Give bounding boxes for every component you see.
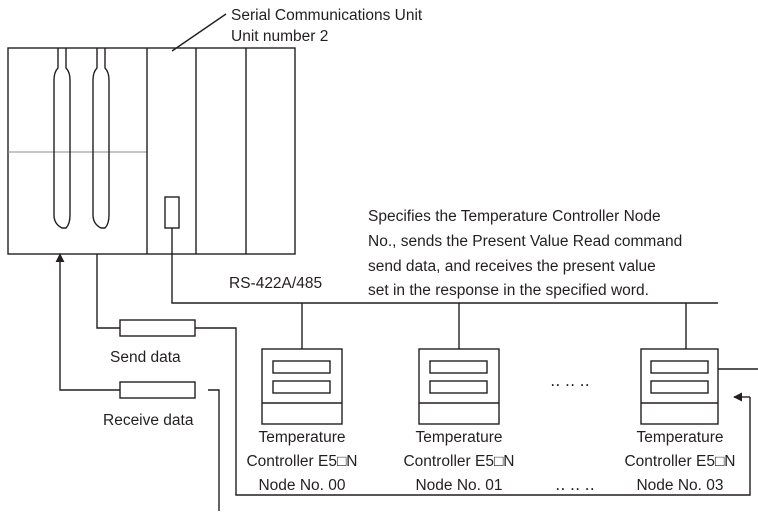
temperature-controller-01: Temperature Controller E5□N Node No. 01 [403, 348, 515, 494]
callout-leader [171, 13, 227, 52]
controller-00-node: Node No. 00 [258, 477, 345, 494]
controller-03-line2: Controller E5□N [624, 453, 735, 470]
temperature-controller-03: Temperature Controller E5□N Node No. 03 [624, 348, 736, 494]
plc-rack [7, 47, 296, 255]
send-data-label: Send data [110, 349, 181, 366]
controller-03-line1: Temperature [636, 429, 723, 446]
controller-00-line2: Controller E5□N [246, 453, 357, 470]
description-text: Specifies the Temperature Controller Nod… [368, 208, 682, 299]
description-line-3: send data, and receives the present valu… [368, 258, 656, 275]
controller-01-line1: Temperature [415, 429, 502, 446]
receive-data-label: Receive data [103, 412, 194, 429]
description-line-4: set in the response in the specified wor… [368, 282, 649, 299]
controller-01-node: Node No. 01 [415, 477, 502, 494]
receive-path [55, 253, 758, 511]
controller-01-line2: Controller E5□N [403, 453, 514, 470]
controller-03-node: Node No. 03 [636, 477, 723, 494]
send-data-block [119, 319, 196, 337]
callout-unit-name: Serial Communications Unit [231, 7, 423, 24]
bus-label: RS-422A/485 [229, 275, 322, 292]
receive-data-block [119, 381, 196, 399]
bus-line [171, 228, 718, 304]
controller-00-line1: Temperature [258, 429, 345, 446]
ellipsis-bottom: ‥ ‥ ‥ [555, 477, 595, 494]
serial-port [164, 196, 180, 229]
temperature-controller-00: Temperature Controller E5□N Node No. 00 [246, 348, 358, 494]
ellipsis-top: ‥ ‥ ‥ [550, 373, 590, 390]
send-path [96, 254, 751, 496]
description-line-2: No., sends the Present Value Read comman… [368, 233, 682, 250]
description-line-1: Specifies the Temperature Controller Nod… [368, 208, 661, 225]
callout-unit-number: Unit number 2 [231, 28, 328, 45]
